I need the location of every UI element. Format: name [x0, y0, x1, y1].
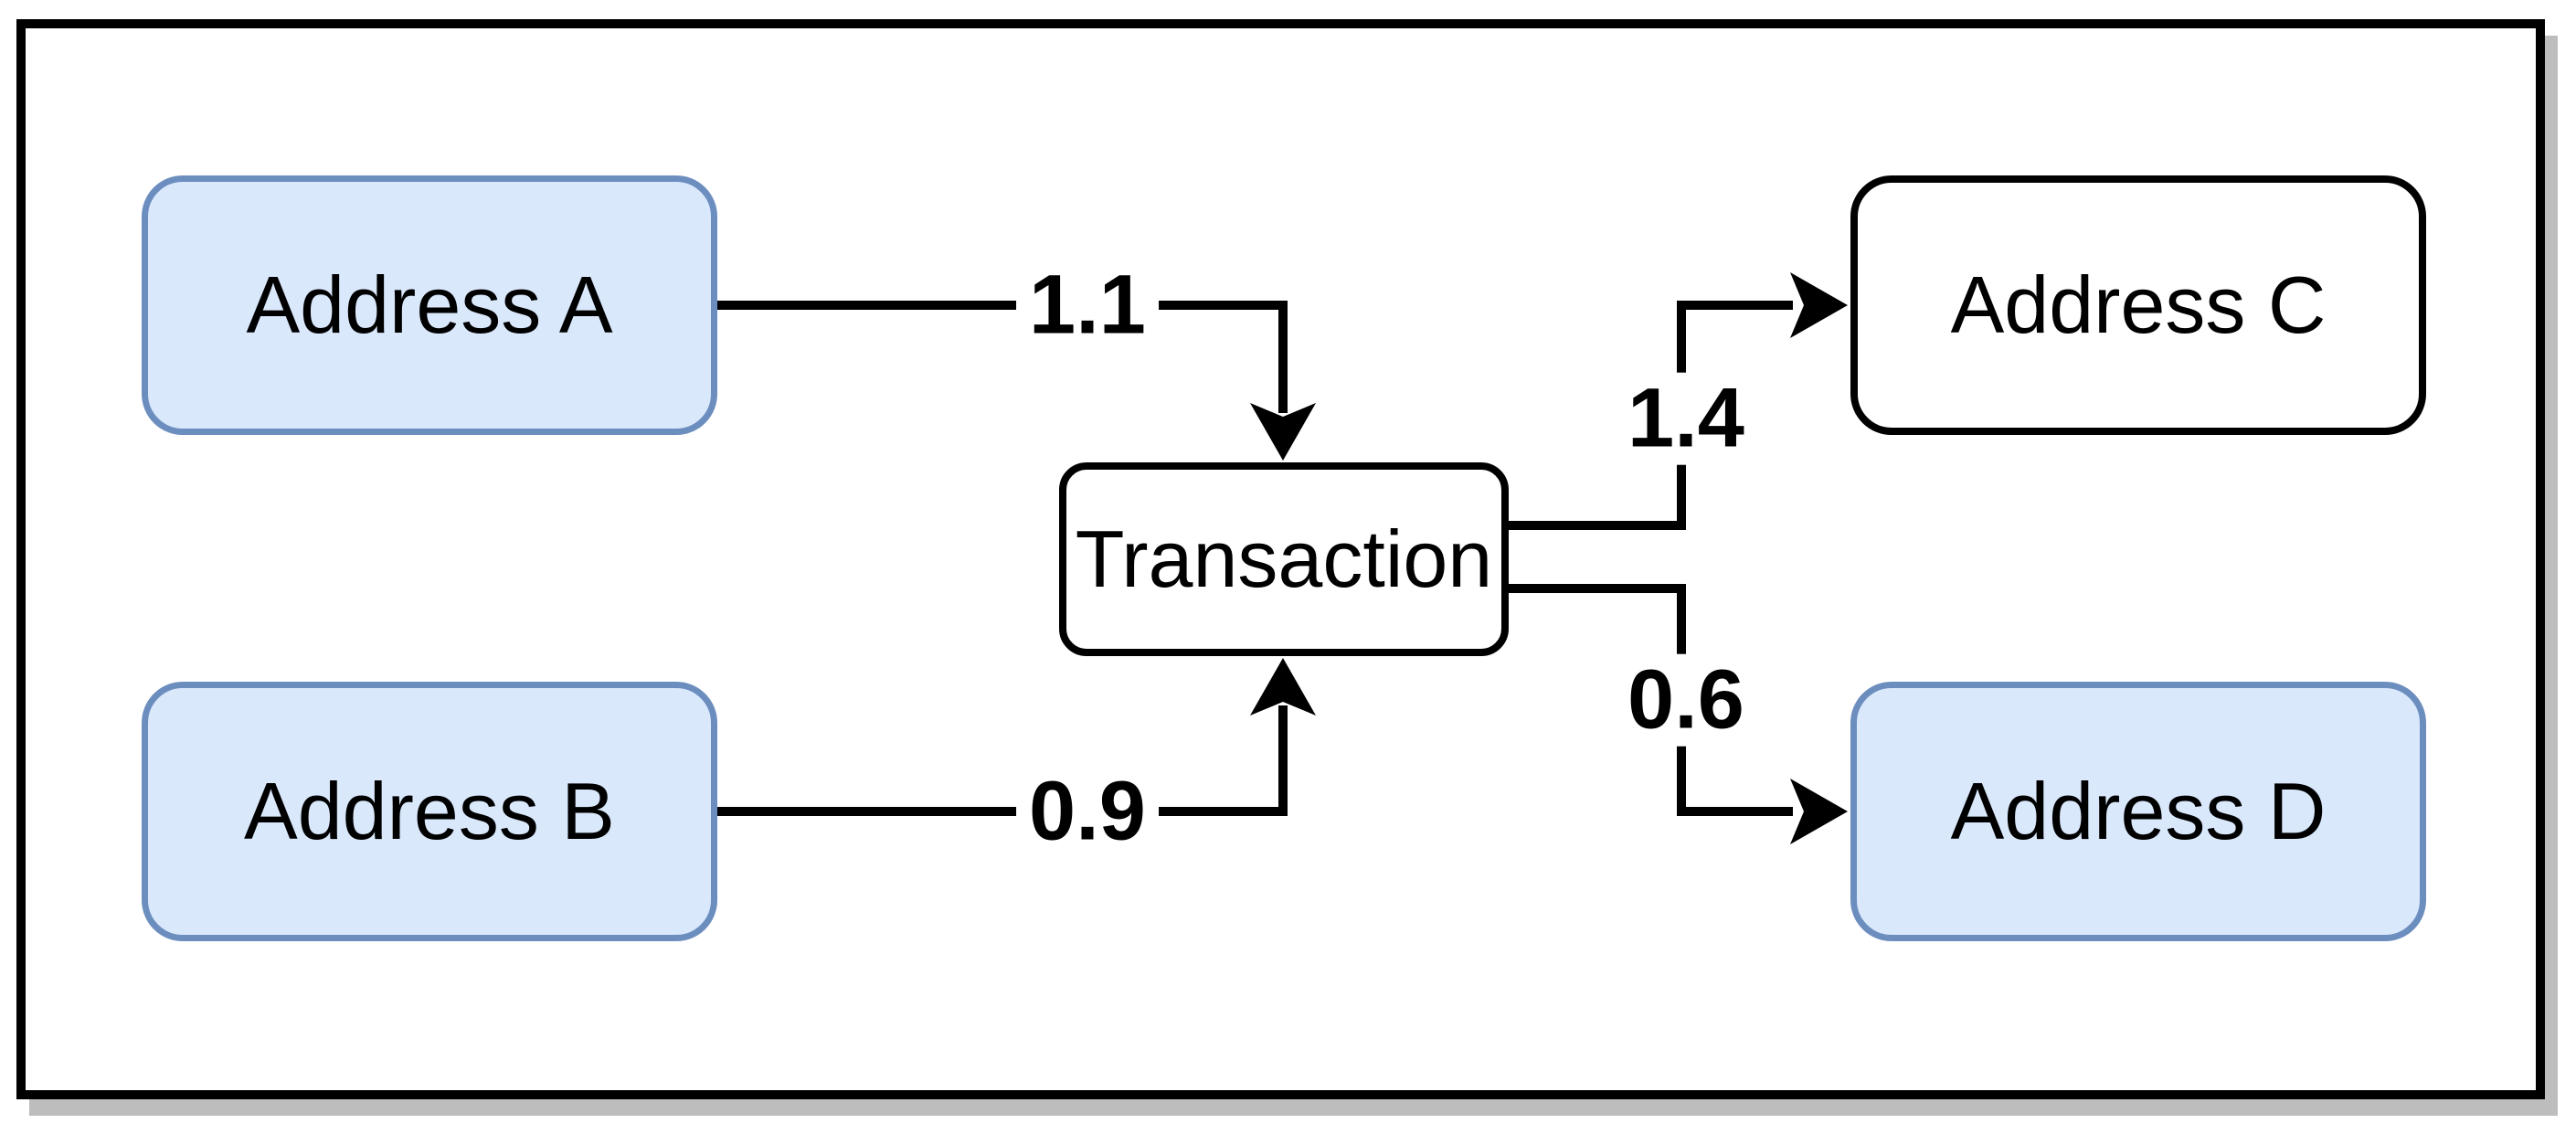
arrowhead-right-icon	[1790, 272, 1848, 338]
node-address-a: Address A	[142, 175, 717, 435]
node-label: Address D	[1950, 766, 2327, 856]
edge-amount-label: 1.4	[1615, 372, 1757, 465]
node-address-d: Address D	[1850, 682, 2426, 941]
node-transaction: Transaction	[1059, 462, 1509, 656]
node-label: Address C	[1950, 260, 2327, 350]
arrowhead-right-icon	[1790, 779, 1848, 844]
edge-address-a-to-transaction	[717, 301, 1288, 413]
node-address-b: Address B	[142, 682, 717, 941]
node-label: Transaction	[1075, 514, 1493, 604]
edge-address-b-to-transaction	[717, 705, 1288, 816]
edge-amount-label: 0.9	[1016, 765, 1159, 858]
node-label: Address B	[244, 766, 615, 856]
edge-amount-label: 1.1	[1016, 259, 1159, 352]
edge-amount-label: 0.6	[1615, 653, 1757, 747]
node-label: Address A	[246, 260, 613, 350]
arrowhead-down-icon	[1250, 403, 1316, 461]
node-address-c: Address C	[1850, 175, 2426, 435]
arrowhead-up-icon	[1250, 658, 1316, 716]
